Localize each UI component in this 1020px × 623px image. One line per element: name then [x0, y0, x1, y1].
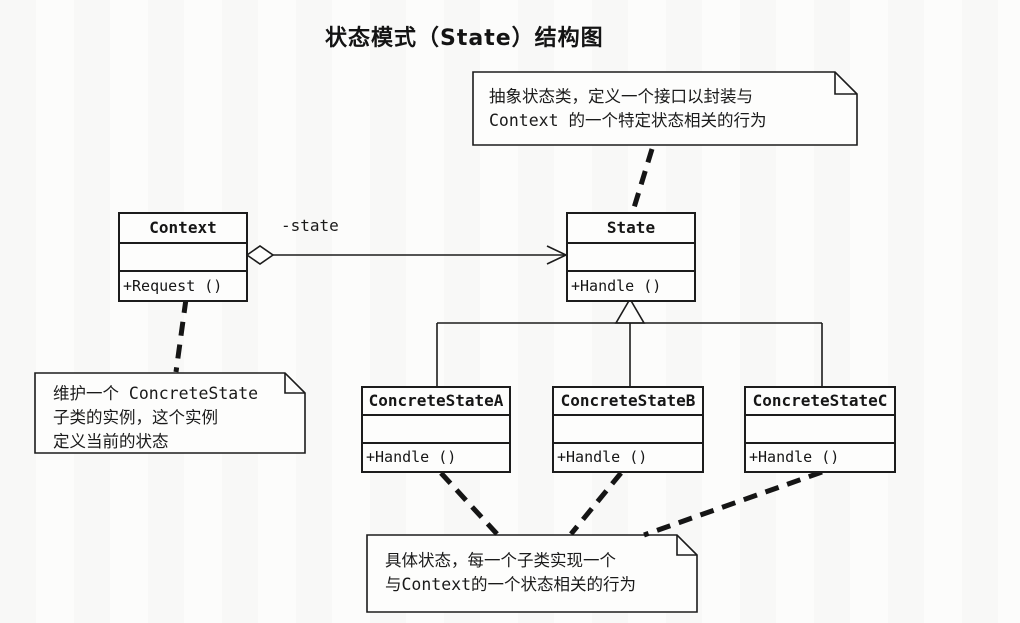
class-method: +Handle (): [366, 448, 457, 466]
inheritance-triangle-icon: [614, 297, 646, 324]
note-line: 维护一个 ConcreteState: [53, 384, 259, 403]
note-shape-context: [34, 372, 306, 454]
class-method: +Handle (): [557, 448, 648, 466]
diagram-title: 状态模式（State）结构图: [325, 26, 604, 51]
note-text-state: 抽象状态类，定义一个接口以封装与 Context 的一个特定状态相关的行为: [489, 85, 766, 133]
class-method: +Request (): [123, 277, 223, 295]
note-line: 抽象状态类，定义一个接口以封装与: [489, 87, 753, 106]
class-attributes-empty: [120, 244, 246, 272]
note-shape-concrete: [366, 534, 698, 613]
note-link-concrete-c: [643, 469, 823, 538]
note-line: 与Context的一个状态相关的行为: [385, 575, 637, 594]
note-shape-state: [472, 71, 858, 146]
note-link-concrete-a: [439, 471, 499, 536]
note-folded-corner-icon: [834, 72, 857, 95]
class-box-concrete-state-c: ConcreteStateC +Handle (): [744, 386, 896, 473]
note-line: Context 的一个特定状态相关的行为: [489, 111, 767, 130]
note-folded-corner-icon: [676, 535, 697, 556]
note-line: 定义当前的状态: [53, 432, 169, 451]
note-line: 子类的实例，这个实例: [53, 408, 218, 427]
note-link-context: [173, 298, 189, 373]
aggregation-diamond-icon: [245, 245, 275, 265]
class-attributes-empty: [363, 416, 509, 444]
class-name: State: [568, 214, 694, 244]
note-line: 具体状态，每一个子类实现一个: [385, 551, 616, 570]
class-box-concrete-state-a: ConcreteStateA +Handle (): [361, 386, 511, 473]
class-name: ConcreteStateC: [746, 388, 894, 416]
class-attributes-empty: [568, 244, 694, 272]
class-method: +Handle (): [749, 448, 840, 466]
class-method: +Handle (): [571, 277, 662, 295]
note-folded-corner-icon: [284, 373, 305, 394]
class-box-context: Context +Request (): [118, 212, 248, 302]
association-role-label: -state: [281, 216, 339, 235]
inheritance-tree: [436, 297, 823, 386]
class-name: ConcreteStateA: [363, 388, 509, 416]
class-box-state: State +Handle (): [566, 212, 696, 302]
class-name: ConcreteStateB: [554, 388, 702, 416]
note-link-state: [630, 148, 655, 212]
class-name: Context: [120, 214, 246, 244]
class-attributes-empty: [554, 416, 702, 444]
class-box-concrete-state-b: ConcreteStateB +Handle (): [552, 386, 704, 473]
class-attributes-empty: [746, 416, 894, 444]
aggregation-link: [245, 245, 568, 265]
note-link-concrete-b: [569, 471, 623, 536]
note-text-concrete: 具体状态，每一个子类实现一个 与Context的一个状态相关的行为: [385, 549, 636, 597]
note-text-context: 维护一个 ConcreteState 子类的实例，这个实例 定义当前的状态: [53, 382, 258, 454]
